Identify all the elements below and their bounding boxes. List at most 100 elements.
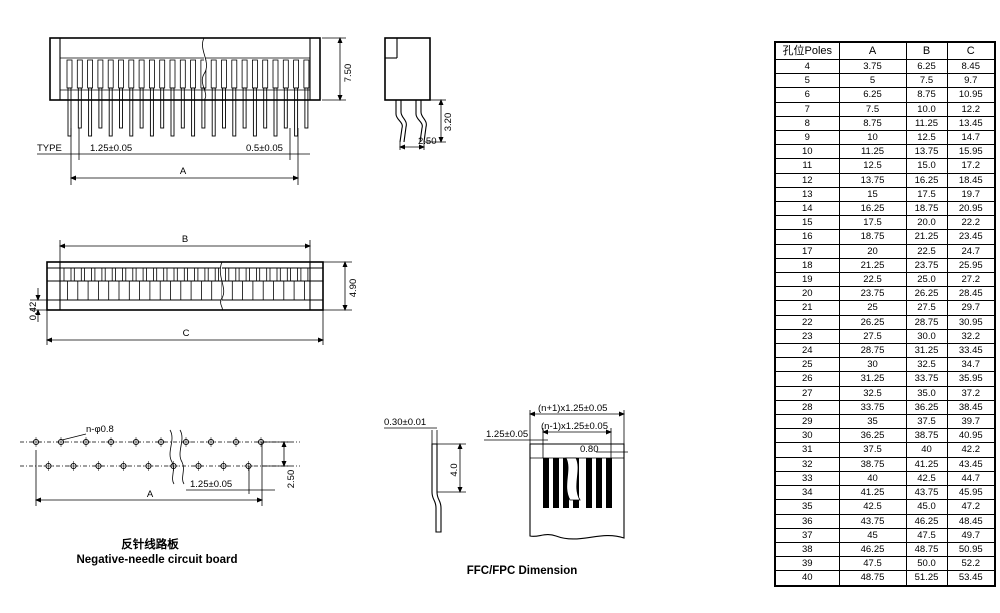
table-cell: 20.0 bbox=[905, 215, 948, 231]
front-pin-contact bbox=[125, 267, 134, 282]
table-cell: 49.7 bbox=[946, 527, 996, 543]
table-cell: 36.25 bbox=[905, 399, 948, 416]
top-pin-slot bbox=[118, 59, 124, 89]
top-pin-slot bbox=[190, 59, 197, 89]
top-pin-lead bbox=[180, 87, 185, 129]
table-cell: 40 bbox=[774, 570, 840, 587]
table-cell: 40.95 bbox=[946, 428, 996, 444]
table-cell: 26.25 bbox=[905, 286, 948, 302]
table-cell: 46.25 bbox=[838, 541, 907, 558]
table-cell: 35 bbox=[774, 499, 840, 515]
table-cell: 42.5 bbox=[905, 470, 948, 487]
top-pin-slot bbox=[221, 59, 227, 89]
front-pin-contact bbox=[207, 267, 216, 282]
technical-drawing: 7.50 TYPE 1.25±0.05 0.5±0.05 A 3.20 2.50 bbox=[20, 37, 628, 577]
table-cell: 27.2 bbox=[946, 272, 996, 288]
table-cell: 38.75 bbox=[905, 428, 948, 444]
table-cell: 17 bbox=[774, 243, 840, 259]
front-pin-contact bbox=[290, 267, 299, 282]
table-cell: 24.7 bbox=[946, 243, 996, 259]
table-cell: 42.2 bbox=[946, 442, 996, 458]
pcb-layout: n-φ0.8 A 1.25±0.05 2.50 反针线路板 Negative-n… bbox=[20, 424, 300, 566]
table-cell: 10 bbox=[774, 144, 840, 160]
top-pin-slot bbox=[128, 59, 135, 89]
top-pin-lead bbox=[77, 87, 82, 129]
table-cell: 6 bbox=[774, 87, 840, 103]
table-cell: 48.75 bbox=[905, 541, 948, 558]
ffc-conductor bbox=[563, 458, 569, 508]
top-view: 7.50 TYPE 1.25±0.05 0.5±0.05 A bbox=[37, 37, 354, 185]
table-cell: 35.95 bbox=[946, 371, 996, 387]
ffc-conductor bbox=[543, 458, 549, 508]
top-pin-lead bbox=[252, 87, 257, 137]
table-cell: 32 bbox=[774, 456, 840, 472]
front-pin-contact bbox=[228, 267, 237, 282]
table-cell: 10 bbox=[838, 130, 907, 146]
table-cell: 10.0 bbox=[905, 101, 948, 117]
top-pin-lead bbox=[263, 87, 268, 129]
top-pin-slot bbox=[241, 59, 248, 89]
front-view-pins bbox=[63, 267, 309, 300]
table-cell: 25.0 bbox=[905, 272, 948, 288]
table-cell: 13.45 bbox=[946, 115, 996, 132]
table-cell: 30 bbox=[838, 357, 907, 373]
top-pin-slot bbox=[169, 59, 176, 89]
top-height-dim: 7.50 bbox=[343, 64, 354, 83]
front-offset-dim: 0.42 bbox=[28, 302, 39, 321]
table-cell: 16.25 bbox=[905, 172, 948, 188]
table-cell: 24 bbox=[774, 343, 840, 359]
header-b: B bbox=[905, 41, 948, 60]
table-cell: 25 bbox=[838, 300, 907, 316]
ffc-thickness-dim: 0.30±0.01 bbox=[384, 417, 426, 428]
side-height-dim: 3.20 bbox=[443, 113, 454, 132]
table-cell: 43.45 bbox=[946, 456, 996, 472]
top-pin-lead bbox=[283, 87, 288, 129]
pcb-caption-en: Negative-needle circuit board bbox=[76, 554, 237, 566]
table-cell: 37 bbox=[774, 527, 840, 543]
table-cell: 33 bbox=[774, 470, 840, 487]
table-cell: 31.25 bbox=[838, 371, 907, 387]
table-cell: 52.2 bbox=[946, 556, 996, 572]
table-cell: 37.5 bbox=[905, 414, 948, 430]
table-cell: 11.25 bbox=[905, 115, 948, 132]
table-cell: 18.75 bbox=[905, 201, 948, 217]
table-cell: 7.5 bbox=[838, 101, 907, 117]
table-cell: 13.75 bbox=[838, 172, 907, 188]
header-poles: 孔位Poles bbox=[774, 41, 840, 60]
top-view-pins bbox=[66, 59, 310, 137]
table-cell: 23.75 bbox=[838, 286, 907, 302]
table-cell: 47.2 bbox=[946, 499, 996, 515]
table-cell: 35.0 bbox=[905, 385, 948, 401]
table-cell: 32.5 bbox=[838, 385, 907, 401]
table-cell: 33.75 bbox=[905, 371, 948, 387]
top-pin-lead bbox=[88, 87, 93, 137]
top-pin-slot bbox=[210, 59, 217, 89]
table-cell: 12.2 bbox=[946, 101, 996, 117]
table-cell: 36 bbox=[774, 513, 840, 529]
side-view: 3.20 2.50 bbox=[384, 37, 454, 150]
table-cell: 11 bbox=[774, 158, 840, 174]
top-view-housing bbox=[49, 37, 321, 101]
table-cell: 31 bbox=[774, 442, 840, 458]
table-cell: 38.75 bbox=[838, 456, 907, 472]
hole-dim: n-φ0.8 bbox=[86, 424, 114, 435]
table-cell: 42.5 bbox=[838, 499, 907, 515]
table-cell: 37.5 bbox=[838, 442, 907, 458]
dim-a-top: A bbox=[180, 166, 187, 177]
front-pin-contact bbox=[197, 267, 206, 282]
pcb-caption-cn: 反针线路板 bbox=[121, 537, 179, 551]
table-cell: 32.2 bbox=[946, 328, 996, 345]
table-cell: 30 bbox=[774, 428, 840, 444]
table-cell: 26 bbox=[774, 371, 840, 387]
header-a: A bbox=[838, 41, 907, 60]
